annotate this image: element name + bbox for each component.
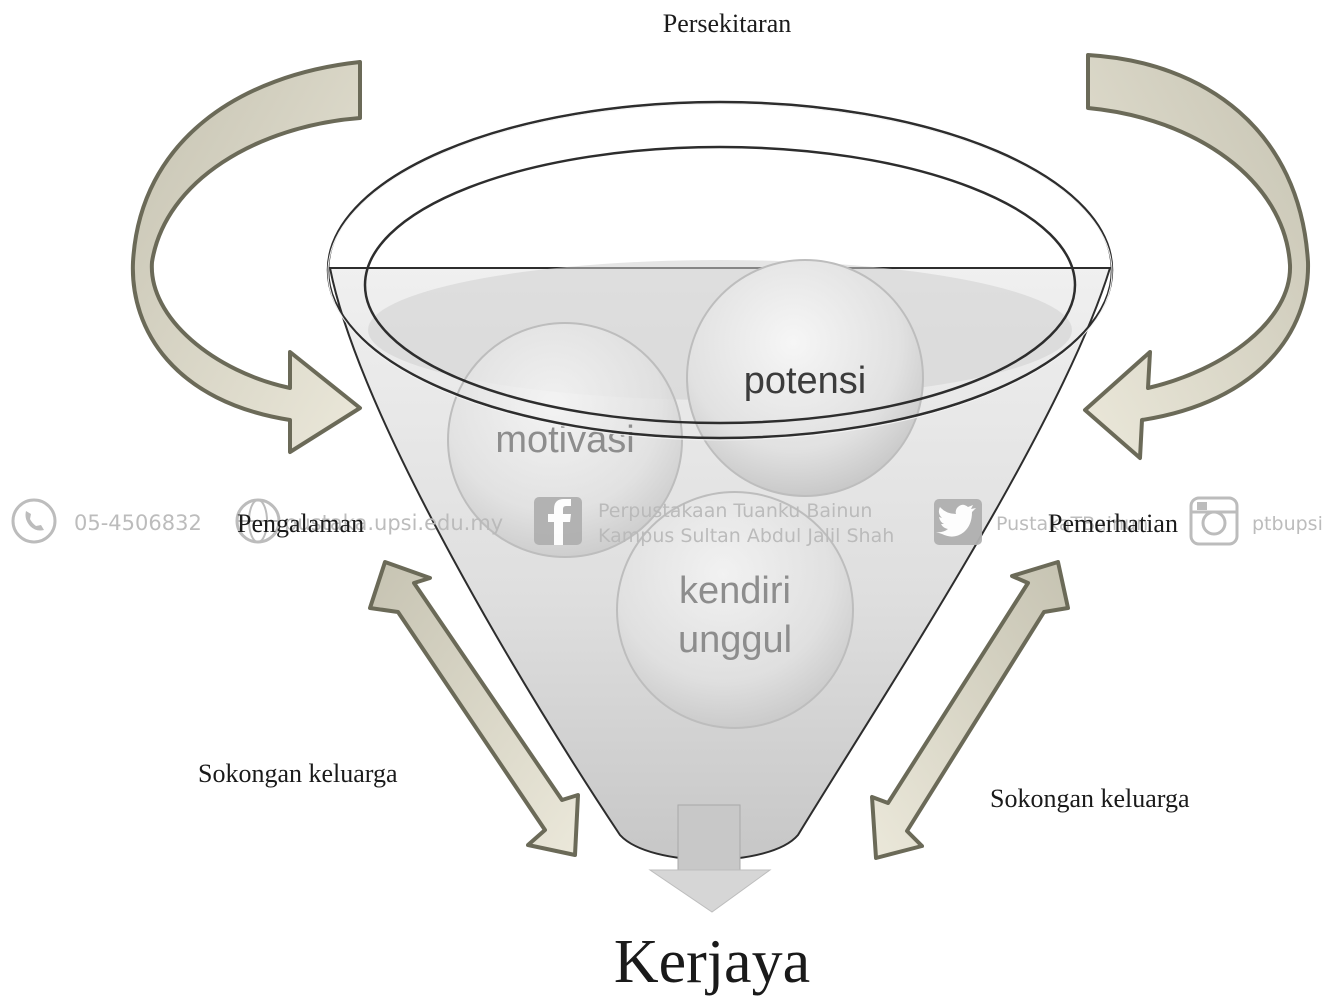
watermark-phone: 05-4506832 bbox=[74, 511, 202, 535]
watermark-website: pustaka.upsi.edu.my bbox=[284, 511, 503, 535]
watermark-facebook-line1: Perpustakaan Tuanku Bainun bbox=[598, 500, 872, 522]
label-persekitaran: Persekitaran bbox=[663, 9, 792, 38]
label-pemerhatian: Pemerhatian bbox=[1048, 509, 1178, 538]
curved-arrow-right bbox=[1083, 53, 1311, 460]
double-arrow-right bbox=[870, 560, 1070, 860]
curved-arrow-left bbox=[130, 60, 362, 454]
watermark: 05-4506832 pustaka.upsi.edu.my Perpustak… bbox=[11, 496, 1323, 547]
label-kerjaya: Kerjaya bbox=[614, 928, 810, 996]
phone-icon bbox=[11, 498, 57, 544]
globe-icon bbox=[235, 498, 281, 544]
watermark-instagram: ptbupsi bbox=[1252, 513, 1323, 535]
label-sokongan-keluarga-left: Sokongan keluarga bbox=[198, 759, 398, 788]
label-pengalaman: Pengalaman bbox=[237, 509, 364, 538]
bubble-potensi: potensi bbox=[686, 259, 924, 497]
watermark-facebook-line2: Kampus Sultan Abdul Jalil Shah bbox=[598, 525, 894, 547]
funnel-rim bbox=[326, 100, 1114, 441]
bubble-unggul-label: unggul bbox=[678, 619, 792, 661]
label-sokongan-keluarga-right: Sokongan keluarga bbox=[990, 784, 1190, 813]
bubble-potensi-label: potensi bbox=[744, 360, 867, 402]
watermark-twitter: PustakaTBainun bbox=[996, 513, 1148, 535]
bubble-kendiri-unggul: kendiri unggul bbox=[616, 491, 854, 729]
facebook-icon bbox=[534, 497, 582, 545]
instagram-icon bbox=[1189, 496, 1239, 546]
bubble-kendiri-label: kendiri bbox=[679, 570, 791, 612]
double-arrow-left bbox=[368, 560, 580, 857]
twitter-icon bbox=[934, 499, 982, 545]
